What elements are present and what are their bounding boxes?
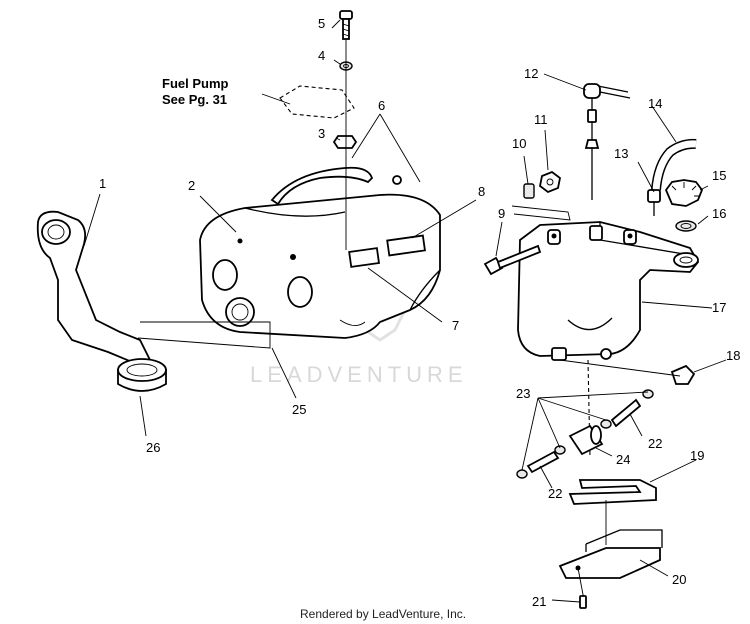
callout-5: 5 xyxy=(318,16,325,31)
vent-tube xyxy=(647,138,697,216)
callout-24: 24 xyxy=(616,452,630,467)
reservoir-cap xyxy=(664,179,704,207)
cap-gasket xyxy=(675,220,697,232)
callout-26: 26 xyxy=(146,440,160,455)
callout-13: 13 xyxy=(614,146,628,161)
callout-15: 15 xyxy=(712,168,726,183)
callout-19: 19 xyxy=(690,448,704,463)
callout-11: 11 xyxy=(534,112,548,127)
callout-9: 9 xyxy=(498,206,505,221)
hoses xyxy=(270,166,462,269)
nut-washer xyxy=(511,170,571,221)
callout-22-lower: 22 xyxy=(548,486,562,501)
note-line-1: Fuel Pump xyxy=(162,76,229,91)
fuel-line-assembly xyxy=(516,359,696,479)
callout-14: 14 xyxy=(648,96,662,111)
fuel-pump-note: Fuel Pump See Pg. 31 xyxy=(162,76,229,107)
tank-pads xyxy=(348,234,426,268)
callout-2: 2 xyxy=(188,178,195,193)
grommet xyxy=(117,358,167,392)
callout-6: 6 xyxy=(378,98,385,113)
rivet-21 xyxy=(579,595,587,609)
callout-20: 20 xyxy=(672,572,686,587)
callout-1: 1 xyxy=(99,176,106,191)
fuel-tank xyxy=(199,193,441,339)
filler-neck xyxy=(36,210,152,363)
callout-numbers: 1 2 3 4 5 6 7 8 9 10 11 12 13 14 15 16 1… xyxy=(99,16,740,609)
bolt-9 xyxy=(483,244,542,276)
bolt-stack xyxy=(279,10,358,250)
callout-16: 16 xyxy=(712,206,726,221)
callout-10: 10 xyxy=(512,136,526,151)
oil-reservoir xyxy=(517,221,700,361)
oil-sender xyxy=(583,83,631,200)
leader-lines xyxy=(83,19,727,603)
callout-23: 23 xyxy=(516,386,530,401)
callout-3: 3 xyxy=(318,126,325,141)
callout-22-upper: 22 xyxy=(648,436,662,451)
note-line-2: See Pg. 31 xyxy=(162,92,227,107)
callout-12: 12 xyxy=(524,66,538,81)
callout-17: 17 xyxy=(712,300,726,315)
callout-7: 7 xyxy=(452,318,459,333)
strap-19 xyxy=(568,479,657,545)
callout-8: 8 xyxy=(478,184,485,199)
callout-4: 4 xyxy=(318,48,325,63)
callout-25: 25 xyxy=(292,402,306,417)
render-credit: Rendered by LeadVenture, Inc. xyxy=(300,607,466,621)
watermark-text: LEADVENTURE xyxy=(250,362,468,387)
leader-bracket-25 xyxy=(137,321,271,349)
callout-18: 18 xyxy=(726,348,740,363)
callout-21: 21 xyxy=(532,594,546,609)
bracket-20 xyxy=(558,529,663,601)
